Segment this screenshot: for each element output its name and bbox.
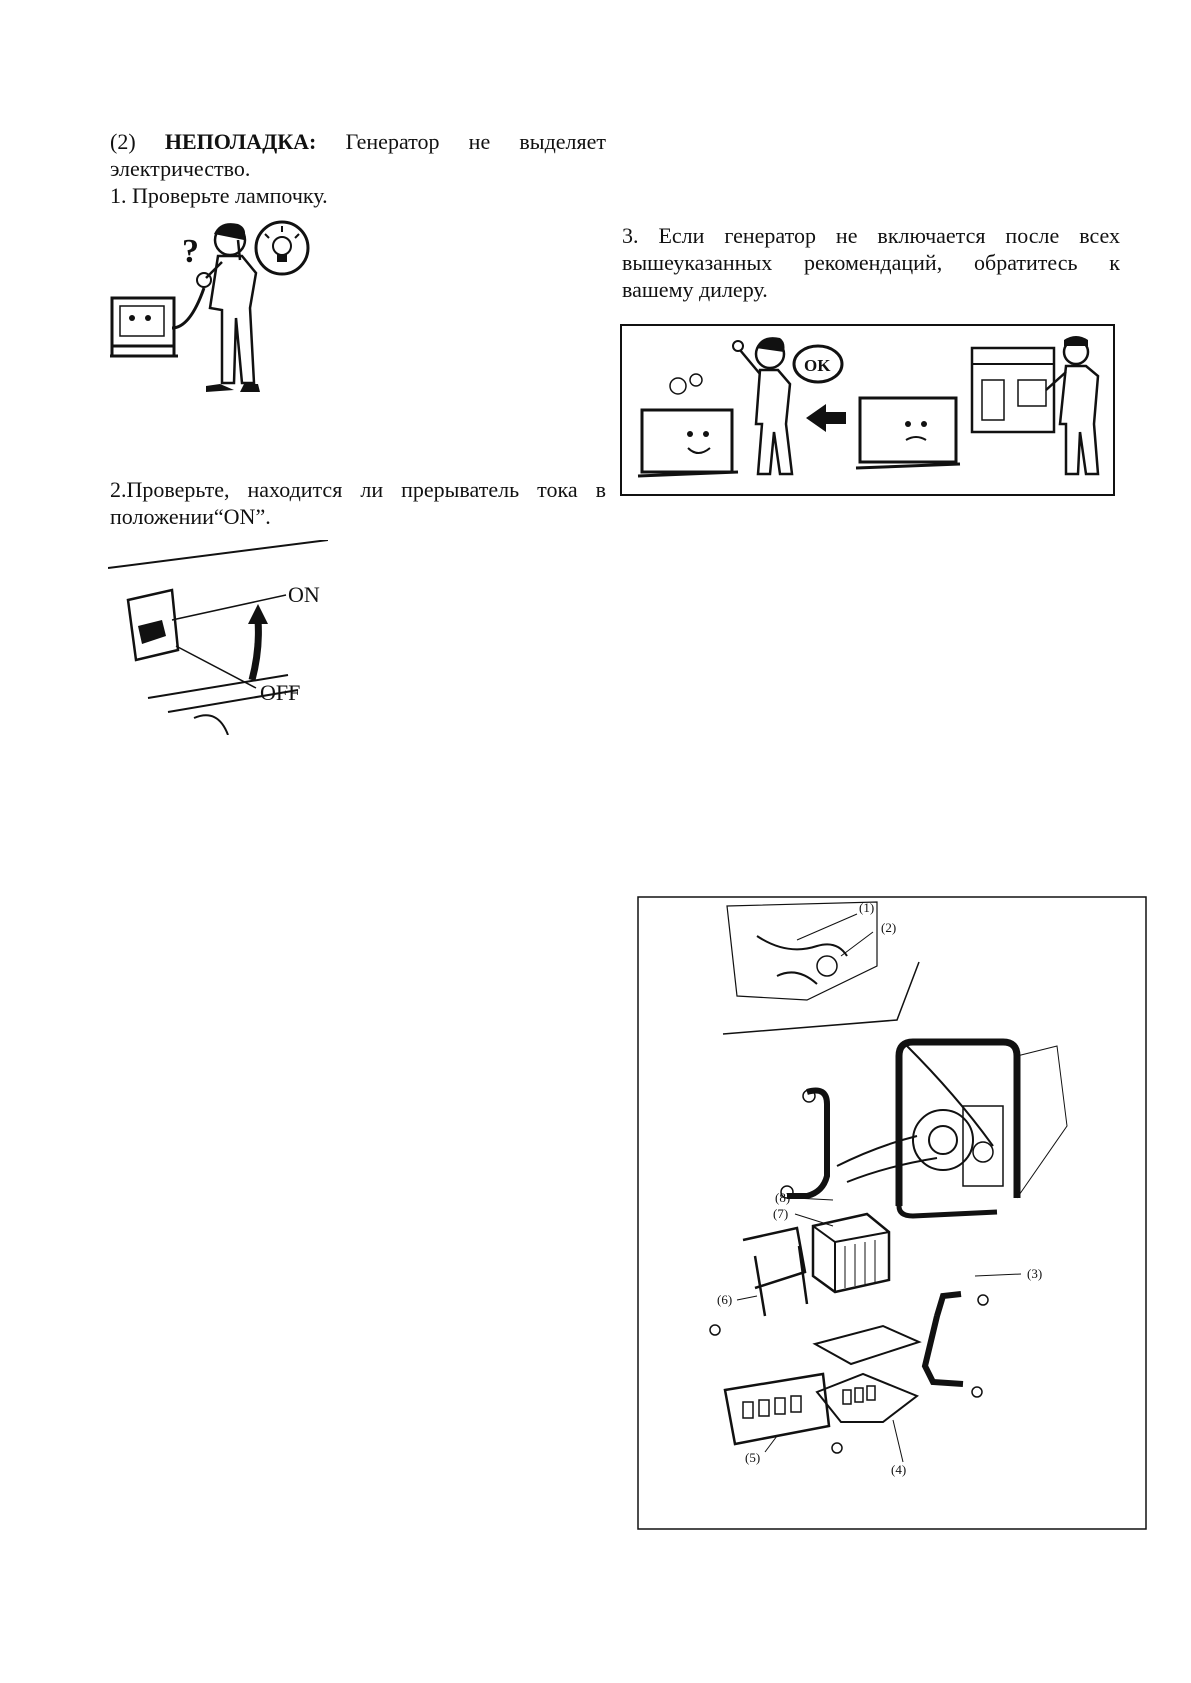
callout-3: (3) bbox=[1027, 1266, 1042, 1281]
svg-text:?: ? bbox=[182, 233, 199, 270]
dealer-illustration: OK bbox=[620, 324, 1115, 496]
callout-7: (7) bbox=[773, 1206, 788, 1221]
battery-installation-diagram: (1) (2) (8) (7) (6) (3) (4) (5) bbox=[637, 896, 1147, 1530]
step3-text: 3. Если генератор не включается после вс… bbox=[622, 222, 1120, 303]
callout-8: (8) bbox=[775, 1190, 790, 1205]
step3-line2: вышеуказанных рекомендаций, обратитесь к bbox=[622, 250, 1120, 275]
lamp-check-illustration: ? bbox=[110, 220, 310, 392]
callout-1: (1) bbox=[859, 900, 874, 915]
problem-text-line2: электричество. bbox=[110, 156, 251, 181]
step2-line1: 2.Проверьте, находится ли прерыватель то… bbox=[110, 477, 606, 502]
ok-bubble-text: OK bbox=[804, 356, 831, 375]
problem-label: НЕПОЛАДКА: bbox=[164, 129, 317, 154]
problem-heading: (2) НЕПОЛАДКА: Генератор не выделяет эле… bbox=[110, 128, 606, 182]
callout-2: (2) bbox=[881, 920, 896, 935]
step2-line2: положении“ON”. bbox=[110, 504, 271, 529]
step3-line1: 3. Если генератор не включается после вс… bbox=[622, 223, 1120, 248]
step2-text: 2.Проверьте, находится ли прерыватель то… bbox=[110, 476, 606, 530]
on-label: ON bbox=[288, 582, 320, 607]
callout-4: (4) bbox=[891, 1462, 906, 1477]
section-number: (2) bbox=[110, 129, 136, 154]
step3-line3: вашему дилеру. bbox=[622, 277, 768, 302]
callout-5: (5) bbox=[745, 1450, 760, 1465]
problem-text-line1: Генератор не выделяет bbox=[345, 129, 607, 154]
step1-text: 1. Проверьте лампочку. bbox=[110, 183, 328, 208]
circuit-breaker-illustration: ON OFF bbox=[108, 540, 328, 735]
callout-6: (6) bbox=[717, 1292, 732, 1307]
